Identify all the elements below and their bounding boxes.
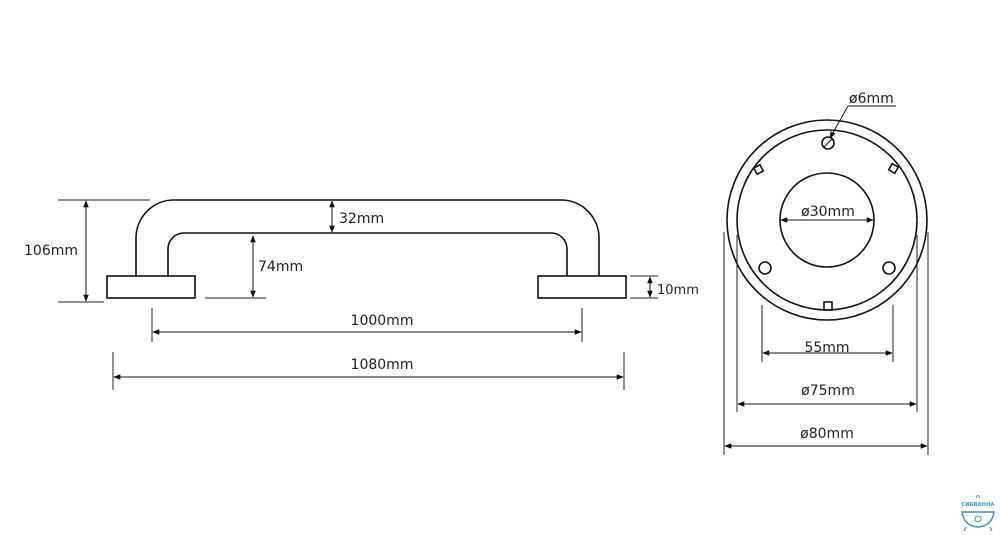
screw-hole-dim-label: ø6mm (849, 91, 894, 107)
overall-dim-label: 1080mm (351, 357, 414, 373)
right-notch (887, 162, 900, 175)
brand-logo: СИБВАННА (961, 495, 995, 532)
bottom-notch (823, 301, 833, 311)
tube-dim-label: 32mm (339, 211, 384, 227)
bar-inner-outline (167, 232, 568, 276)
front-view: ø6mm ø30mm 55mm ø75mm ø80mm (723, 91, 929, 455)
outer-diameter-dim-label: ø80mm (800, 426, 854, 442)
inner-diameter-dim-label: ø75mm (801, 383, 855, 399)
left-base-plate (106, 275, 196, 299)
inner-height-dim-label: 74mm (258, 259, 303, 275)
top-screw-hole (821, 136, 835, 150)
left-screw-hole (758, 261, 772, 275)
bathtub-icon (961, 495, 995, 532)
right-base-plate (537, 275, 627, 299)
logo-text: СИБВАННА (961, 502, 994, 508)
base-dim-label: 10mm (657, 283, 699, 298)
right-screw-hole (882, 261, 896, 275)
center-hole-circle (779, 172, 875, 268)
left-notch (752, 163, 765, 176)
centers-dim-label: 1000mm (351, 313, 414, 329)
bar-outer-outline (135, 199, 600, 276)
center-hole-dim-label: ø30mm (801, 204, 855, 220)
hole-spacing-dim-label: 55mm (804, 340, 849, 356)
height-dim-label: 106mm (24, 243, 78, 259)
outer-flange-circle (726, 119, 928, 321)
side-view: 106mm 32mm 74mm 10mm 1000mm 1080mm (24, 199, 699, 390)
